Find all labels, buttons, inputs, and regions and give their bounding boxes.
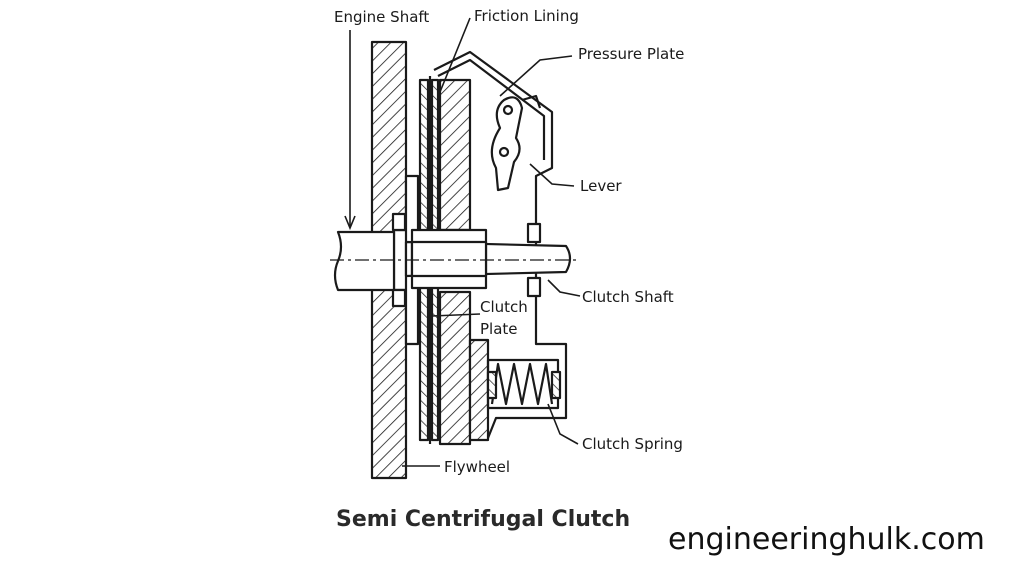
label-engine-shaft: Engine Shaft	[334, 8, 429, 26]
lever-shape	[490, 96, 524, 192]
label-flywheel: Flywheel	[444, 458, 510, 476]
leader-clutch-spring	[547, 403, 579, 445]
label-clutch-shaft: Clutch Shaft	[582, 288, 674, 306]
clutch-spring-shape	[490, 362, 554, 406]
pressure-plate-lower	[438, 290, 472, 446]
leader-clutch-plate	[431, 313, 481, 317]
label-clutch-spring: Clutch Spring	[582, 435, 683, 453]
cover-bearing-upper	[526, 222, 542, 244]
pressure-plate-boss	[468, 338, 490, 442]
leader-friction-lining	[439, 17, 471, 93]
label-pressure-plate: Pressure Plate	[578, 45, 684, 63]
pressure-plate-upper	[438, 78, 472, 232]
leader-pressure-plate	[499, 55, 573, 97]
watermark-text: engineeringhulk.com	[668, 522, 985, 557]
flywheel-bearing	[391, 212, 407, 232]
flywheel-bearing-lower	[391, 288, 407, 308]
arrow-engine-shaft	[344, 215, 356, 231]
leader-lever	[529, 163, 575, 187]
diagram-title: Semi Centrifugal Clutch	[336, 507, 630, 532]
leader-clutch-shaft	[547, 279, 581, 297]
label-clutch-plate-line1: Clutch	[480, 298, 528, 316]
engine-shaft-shape	[333, 230, 396, 292]
label-friction-lining: Friction Lining	[474, 7, 579, 25]
label-clutch-plate-line2: Plate	[480, 320, 518, 338]
label-lever: Lever	[580, 177, 622, 195]
cover-bearing-lower	[526, 276, 542, 298]
